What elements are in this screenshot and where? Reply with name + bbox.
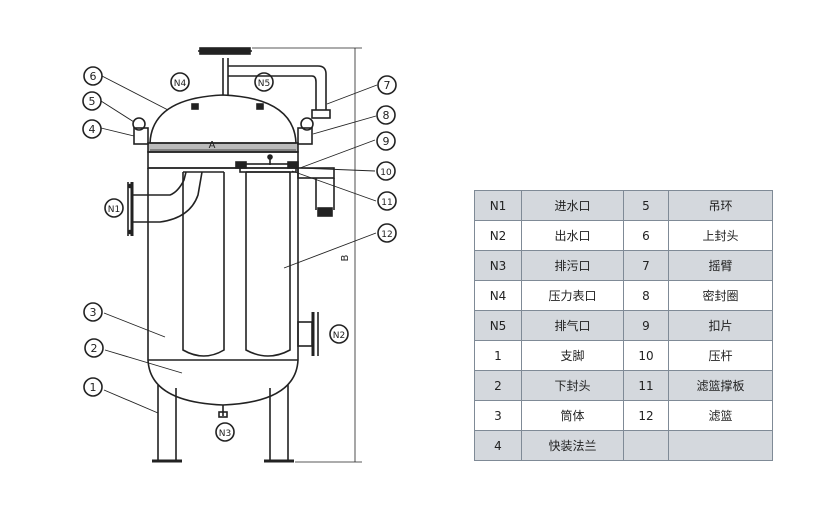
table-cell-part-no: 12 xyxy=(623,400,669,431)
table-cell-part-name: 滤篮 xyxy=(668,400,773,431)
table-cell-part-no: 6 xyxy=(623,220,669,251)
table-cell-name: 支脚 xyxy=(521,340,624,371)
callout-7: 7 xyxy=(384,79,391,92)
table-row: N4 压力表口 8 密封圈 xyxy=(474,280,773,311)
nozzle-n1: N1 xyxy=(108,205,120,215)
table-cell-code: 3 xyxy=(474,400,522,431)
table-cell-part-name: 压杆 xyxy=(668,340,773,371)
table-cell-part-no: 5 xyxy=(623,190,669,221)
table-cell-code: N3 xyxy=(474,250,522,281)
nozzle-n4: N4 xyxy=(174,79,187,89)
table-cell-name: 筒体 xyxy=(521,400,624,431)
callout-5: 5 xyxy=(89,95,96,108)
table-row: 2 下封头 11 滤篮撑板 xyxy=(474,370,773,401)
callout-8: 8 xyxy=(383,109,390,122)
table-cell-name: 快装法兰 xyxy=(521,430,624,461)
table-cell-part-no: 8 xyxy=(623,280,669,311)
nozzle-n3: N3 xyxy=(219,429,231,439)
lifting-lug xyxy=(132,117,146,131)
filter-housing-diagram: 1 2 3 4 5 6 7 8 9 10 11 12 N1 N2 N3 N4 N… xyxy=(82,47,397,463)
bottom-head xyxy=(147,359,299,406)
table-cell-name: 进水口 xyxy=(521,190,624,221)
table-cell-code: N1 xyxy=(474,190,522,221)
table-row: N2 出水口 6 上封头 xyxy=(474,220,773,251)
shell xyxy=(147,167,299,360)
table-cell-name: 压力表口 xyxy=(521,280,624,311)
table-cell-part-no: 9 xyxy=(623,310,669,341)
table-cell-part-no: 11 xyxy=(623,370,669,401)
top-head xyxy=(149,94,297,144)
table-cell-code: 1 xyxy=(474,340,522,371)
table-row: N3 排污口 7 摇臂 xyxy=(474,250,773,281)
callout-circles xyxy=(82,66,397,442)
callout-12: 12 xyxy=(381,230,392,240)
table-cell-part-name: 密封圈 xyxy=(668,280,773,311)
table-row: N5 排气口 9 扣片 xyxy=(474,310,773,341)
table-cell-code: N4 xyxy=(474,280,522,311)
outlet-flange xyxy=(297,312,319,356)
table-cell-part-name: 吊环 xyxy=(668,190,773,221)
table-cell-code: 2 xyxy=(474,370,522,401)
dimension-a-label: A xyxy=(209,140,216,151)
table-cell-part-name xyxy=(668,430,773,461)
leader-lines xyxy=(100,75,378,414)
callout-11: 11 xyxy=(381,198,392,208)
callout-2: 2 xyxy=(91,342,98,355)
callout-9: 9 xyxy=(383,135,390,148)
table-cell-part-name: 滤篮撑板 xyxy=(668,370,773,401)
dimension-b-label: B xyxy=(340,254,351,261)
table-cell-code: N2 xyxy=(474,220,522,251)
table-cell-part-name: 扣片 xyxy=(668,310,773,341)
table-cell-name: 下封头 xyxy=(521,370,624,401)
support-legs xyxy=(152,385,294,463)
table-row: 3 筒体 12 滤篮 xyxy=(474,400,773,431)
callout-6: 6 xyxy=(90,70,97,83)
callout-1: 1 xyxy=(90,381,97,394)
quick-flange xyxy=(133,127,313,169)
callout-4: 4 xyxy=(89,123,96,136)
callout-3: 3 xyxy=(90,306,97,319)
dimension-b xyxy=(252,47,362,463)
table-cell-name: 排污口 xyxy=(521,250,624,281)
inlet-pipe xyxy=(127,171,203,236)
callout-10: 10 xyxy=(380,168,392,178)
parts-table: N1 进水口 5 吊环 N2 出水口 6 上封头 N3 排污口 7 摇臂 N4 … xyxy=(474,190,773,461)
nozzle-n2: N2 xyxy=(333,331,345,341)
table-cell-part-name: 上封头 xyxy=(668,220,773,251)
table-cell-part-no: 10 xyxy=(623,340,669,371)
table-cell-part-name: 摇臂 xyxy=(668,250,773,281)
table-cell-part-no xyxy=(623,430,669,461)
table-row: N1 进水口 5 吊环 xyxy=(474,190,773,221)
nozzle-n5: N5 xyxy=(258,79,270,89)
table-cell-name: 出水口 xyxy=(521,220,624,251)
table-row: 1 支脚 10 压杆 xyxy=(474,340,773,371)
table-cell-name: 排气口 xyxy=(521,310,624,341)
table-cell-code: N5 xyxy=(474,310,522,341)
handwheel xyxy=(198,47,252,95)
swing-arm xyxy=(228,65,335,217)
table-row: 4 快装法兰 xyxy=(474,430,773,461)
table-cell-code: 4 xyxy=(474,430,522,461)
table-cell-part-no: 7 xyxy=(623,250,669,281)
